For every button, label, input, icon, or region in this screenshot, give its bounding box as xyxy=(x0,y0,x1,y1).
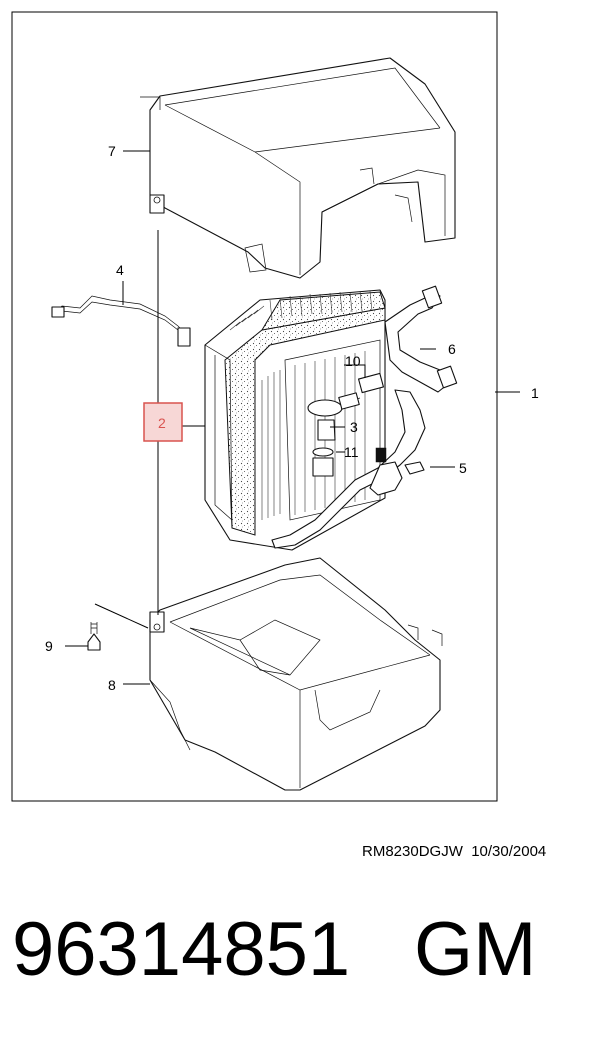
sensor-wire-part xyxy=(51,295,191,347)
callout-11: 11 xyxy=(344,444,359,460)
parts-diagram: 7 4 6 10 3 11 5 1 9 8 2 xyxy=(11,11,539,802)
callout-3: 3 xyxy=(350,419,358,435)
clip-part xyxy=(404,461,425,475)
lower-case-part xyxy=(149,557,443,791)
o-ring-part xyxy=(312,447,387,477)
drawing-reference: RM8230DGJW 10/30/2004 xyxy=(362,843,547,860)
brand-name: GM xyxy=(414,907,537,992)
pipe-assembly-part xyxy=(271,285,458,549)
callout-6: 6 xyxy=(448,341,456,357)
expansion-valve-part xyxy=(307,372,384,441)
callout-2-highlight[interactable]: 2 xyxy=(143,402,183,442)
callout-2: 2 xyxy=(158,415,166,431)
callout-1: 1 xyxy=(531,385,539,401)
part-number: 96314851 xyxy=(12,907,351,992)
upper-case-part xyxy=(140,57,456,279)
callout-4: 4 xyxy=(116,262,124,278)
screw-part xyxy=(87,622,101,651)
evaporator-core-part xyxy=(204,289,386,551)
callout-5: 5 xyxy=(459,460,467,476)
diagram-frame xyxy=(11,11,498,802)
callout-10: 10 xyxy=(345,353,361,369)
callout-7: 7 xyxy=(108,143,116,159)
callout-8: 8 xyxy=(108,677,116,693)
callout-9: 9 xyxy=(45,638,53,654)
